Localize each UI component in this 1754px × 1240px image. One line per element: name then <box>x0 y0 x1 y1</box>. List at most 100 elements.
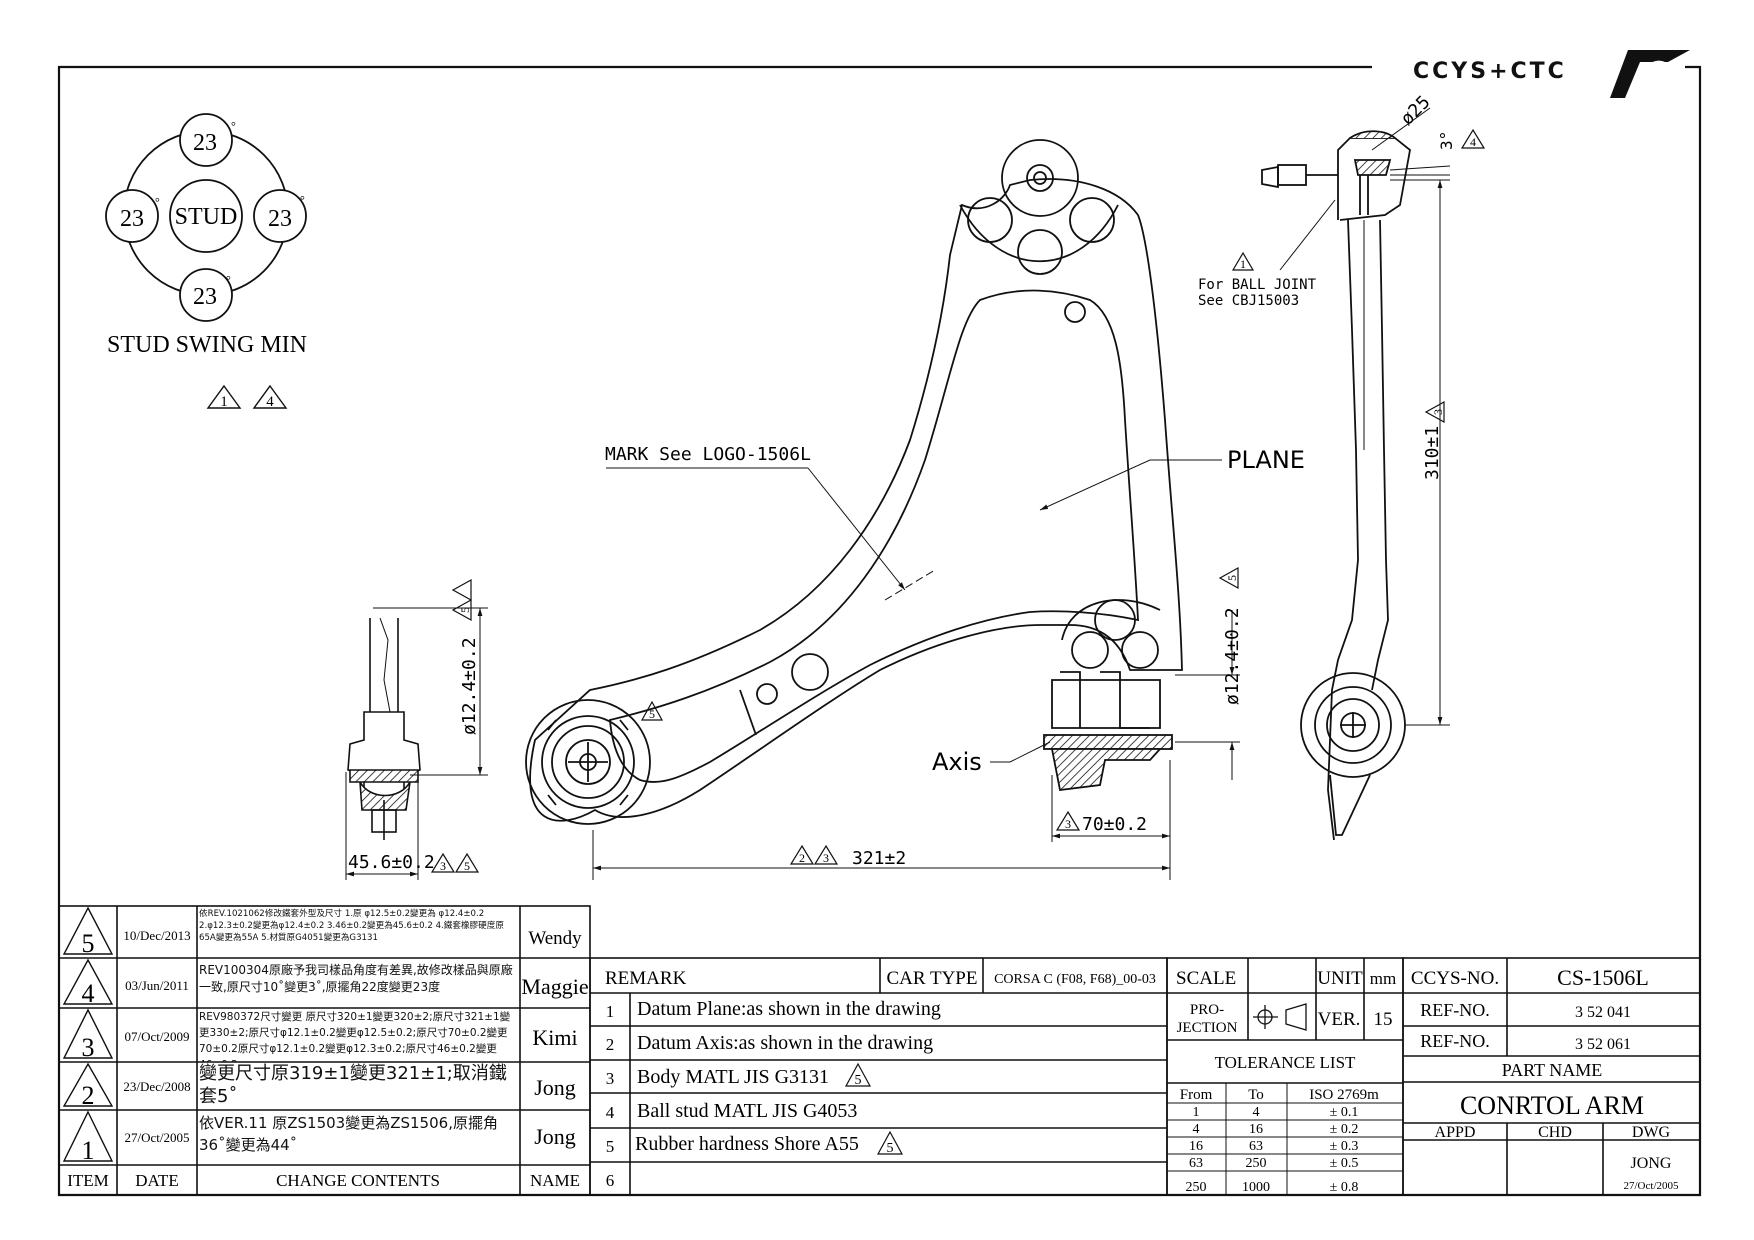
revision-item-1: 1 <box>62 1110 114 1165</box>
dim-d-right-text: ø12.4±0.2 <box>1222 607 1243 705</box>
rev-date-4: 03/Jun/2011 <box>125 978 189 993</box>
car-type-value: CORSA C (F08, F68)_00-03 <box>994 972 1156 987</box>
svg-text:5: 5 <box>887 1141 894 1156</box>
tol-header-iso: ISO 2769m <box>1309 1087 1379 1103</box>
dimension-angle-3 <box>1389 165 1451 176</box>
remark-no-1: 1 <box>606 1002 615 1021</box>
swing-left-deg: ° <box>155 195 160 209</box>
rev-name-4: Maggie <box>521 974 588 999</box>
rev-name-3: Kimi <box>532 1025 577 1050</box>
svg-text:± 0.8: ± 0.8 <box>1330 1180 1359 1195</box>
rev-date-5: 10/Dec/2013 <box>123 928 190 943</box>
ccys-label: CCYS-NO. <box>1411 968 1499 989</box>
rev-change-5: 依REV.1021062修改鐵套外型及尺寸 1.原 φ12.5±0.2變更為 φ… <box>199 909 504 943</box>
swing-right-deg: ° <box>300 193 305 207</box>
part-name: CONRTOL ARM <box>1460 1091 1644 1120</box>
dim-321-text: 321±2 <box>852 848 906 869</box>
ball-joint-note-1: For BALL JOINT <box>1198 277 1317 293</box>
drawn-date: 27/Oct/2005 <box>1624 1180 1679 1192</box>
unit-value: mm <box>1370 969 1396 988</box>
svg-text:2: 2 <box>82 1081 95 1110</box>
rev-date-1: 27/Oct/2005 <box>125 1130 190 1145</box>
title-block <box>1402 957 1701 1196</box>
rear-bushing <box>1043 671 1173 791</box>
svg-text:3: 3 <box>82 1033 95 1062</box>
dim-dia-25-text: ø25 <box>1397 92 1435 130</box>
part-name-label: PART NAME <box>1502 1060 1602 1080</box>
svg-text:4: 4 <box>1253 1105 1260 1120</box>
ref2-value: 3 52 061 <box>1575 1036 1631 1053</box>
revision-triangle-icon: 1 <box>1231 251 1255 271</box>
ref1-value: 3 52 041 <box>1575 1004 1631 1021</box>
svg-text:1: 1 <box>1193 1105 1200 1120</box>
rev-header-date: DATE <box>135 1171 178 1190</box>
projection-symbol-icon <box>1253 1003 1307 1031</box>
svg-text:1: 1 <box>82 1136 95 1165</box>
remark-text-4: Ball stud MATL JIS G4053 <box>637 1100 857 1122</box>
revision-triangle-icon: 2 <box>789 844 815 865</box>
dim-d-left-text: ø12.4±0.2 <box>459 637 480 735</box>
revision-triangle-icon: 5 <box>876 1130 904 1156</box>
rev-header-change: CHANGE CONTENTS <box>276 1171 440 1190</box>
stud-swing-diagram <box>105 113 307 322</box>
svg-text:1: 1 <box>220 394 228 410</box>
dimension-70 <box>1051 760 1171 842</box>
rev-name-2: Jong <box>534 1075 576 1100</box>
remark-no-4: 4 <box>606 1103 615 1122</box>
remark-text-5: Rubber hardness Shore A55 <box>635 1133 859 1155</box>
revision-triangle-icon <box>451 578 472 602</box>
swing-bottom: 23 <box>193 284 217 310</box>
rev-name-1: Jong <box>534 1124 576 1149</box>
dimension-width-456 <box>345 772 419 880</box>
svg-text:5: 5 <box>464 859 470 873</box>
remark-no-2: 2 <box>606 1035 615 1054</box>
ccys-no: CS-1506L <box>1557 965 1649 990</box>
remark-text-2: Datum Axis:as shown in the drawing <box>637 1032 933 1054</box>
swing-top-deg: ° <box>231 119 236 133</box>
svg-text:250: 250 <box>1246 1156 1267 1171</box>
revision-item-4: 4 <box>62 958 114 1008</box>
projection-line2: JECTION <box>1177 1020 1238 1036</box>
dimension-310 <box>1390 179 1450 726</box>
revision-triangle-icon: 5 <box>451 598 472 622</box>
control-arm-side-view <box>1261 130 1411 841</box>
revision-triangle-icon: 5 <box>844 1062 872 1088</box>
svg-text:± 0.3: ± 0.3 <box>1330 1139 1359 1154</box>
chd-label: CHD <box>1538 1124 1572 1141</box>
remark-text-3: Body MATL JIS G3131 <box>637 1066 829 1088</box>
swing-bottom-deg: ° <box>226 273 231 287</box>
dim-width-456-text: 45.6±0.2 <box>348 852 435 873</box>
ver-value: 15 <box>1374 1009 1393 1030</box>
rev-change-2: 變更尺寸原319±1變更321±1;取消鐵套5˚ <box>199 1063 507 1107</box>
company-logo: CCYS+CTC <box>1413 50 1690 98</box>
revision-triangle-icon: 5 <box>640 700 664 721</box>
revision-triangle-icon: 5 <box>454 852 480 873</box>
remark-text-1: Datum Plane:as shown in the drawing <box>637 998 941 1020</box>
svg-text:4: 4 <box>1193 1122 1200 1137</box>
dim-angle-3-text: 3° <box>1437 131 1456 150</box>
rev-header-name: NAME <box>530 1171 580 1190</box>
tol-header-to: To <box>1248 1087 1264 1103</box>
plane-label: PLANE <box>1227 446 1305 474</box>
svg-text:2: 2 <box>799 851 805 865</box>
revision-triangle-icon: 5 <box>1218 566 1239 590</box>
dimension-d-left <box>373 607 488 776</box>
svg-text:3: 3 <box>1431 409 1445 415</box>
svg-text:4: 4 <box>1470 135 1476 149</box>
rev-change-4: REV100304原廠予我司樣品角度有差異,故修改樣品與原廠一致,原尺寸10˚變… <box>199 963 513 994</box>
rev-date-3: 07/Oct/2009 <box>125 1029 190 1044</box>
ref1-label: REF-NO. <box>1420 1000 1490 1020</box>
svg-text:63: 63 <box>1189 1156 1203 1171</box>
swing-right: 23 <box>268 206 292 232</box>
svg-text:16: 16 <box>1249 1122 1263 1137</box>
car-type-label: CAR TYPE <box>887 968 978 989</box>
scale-label: SCALE <box>1176 968 1236 989</box>
ver-label: VER. <box>1318 1009 1361 1030</box>
revision-triangle-icon: 1 <box>206 384 242 410</box>
bushing-section-view <box>347 617 421 840</box>
svg-text:5: 5 <box>855 1073 862 1088</box>
svg-text:3: 3 <box>823 851 829 865</box>
svg-text:± 0.5: ± 0.5 <box>1330 1156 1359 1171</box>
ref2-label: REF-NO. <box>1420 1031 1490 1051</box>
